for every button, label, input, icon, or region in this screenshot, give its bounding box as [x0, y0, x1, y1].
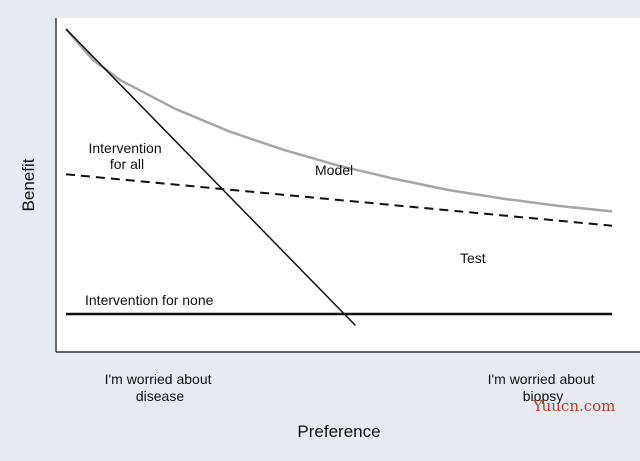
- y-axis-title: Benefit: [19, 158, 38, 211]
- x-tick-label-disease: I'm worried about disease: [105, 371, 216, 404]
- series-line-test: [65, 173, 613, 227]
- series-label-model: Model: [315, 162, 353, 178]
- series-layer: [65, 28, 613, 326]
- series-label-intervention-for-all: Intervention for all: [88, 140, 165, 172]
- series-line-intervention-for-all: [65, 28, 356, 326]
- watermark: Yuucn.com: [532, 397, 615, 415]
- series-label-intervention-for-all-line2: for all: [110, 156, 144, 172]
- x-axis-title: Preference: [297, 422, 380, 441]
- x-tick-label-biopsy: I'm worried about biopsy: [488, 371, 599, 404]
- plot-area: [56, 18, 640, 352]
- series-label-test: Test: [460, 250, 486, 266]
- series-label-intervention-for-all-line1: Intervention: [88, 140, 161, 156]
- x-tick-label-disease-line2: disease: [136, 388, 184, 404]
- x-tick-label-biopsy-line2: biopsy: [523, 388, 563, 404]
- series-line-model: [65, 28, 613, 213]
- x-tick-label-biopsy-line1: I'm worried about: [488, 371, 595, 387]
- x-tick-label-disease-line1: I'm worried about: [105, 371, 212, 387]
- series-label-intervention-for-none: Intervention for none: [85, 292, 214, 308]
